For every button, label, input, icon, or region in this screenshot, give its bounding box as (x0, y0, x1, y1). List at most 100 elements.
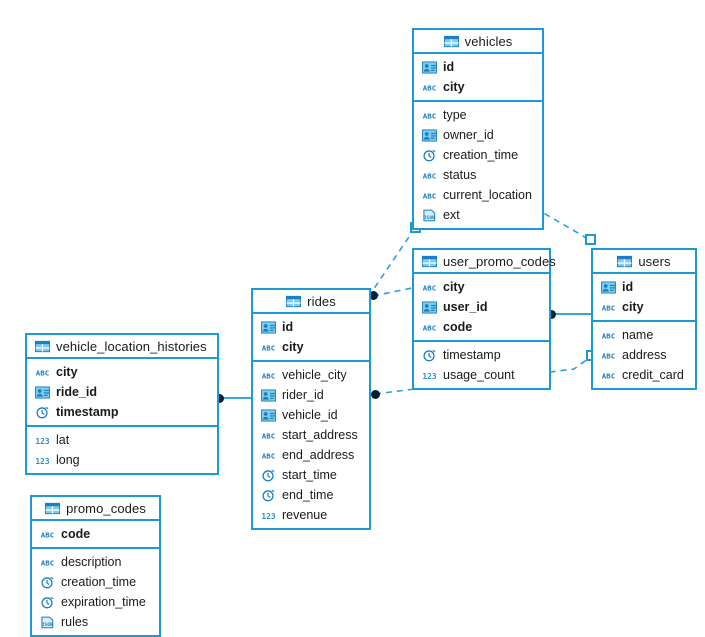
field-vehicle_id[interactable]: vehicle_id (253, 405, 369, 425)
field-label: city (443, 80, 465, 94)
field-label: rider_id (282, 388, 324, 402)
id-card-icon (261, 388, 276, 402)
clock-icon (36, 406, 49, 418)
abc-icon: ABC (602, 303, 615, 312)
svg-text:ABC: ABC (41, 558, 54, 567)
entity-name: vehicles (464, 33, 513, 49)
id-card-icon (422, 60, 437, 74)
svg-text:123: 123 (422, 371, 436, 380)
field-description[interactable]: ABC description (32, 552, 159, 572)
field-label: city (443, 280, 465, 294)
field-label: timestamp (56, 405, 119, 419)
table-icon (617, 255, 633, 267)
field-creation_time[interactable]: creation_time (32, 572, 159, 592)
field-label: owner_id (443, 128, 494, 142)
field-timestamp[interactable]: timestamp (27, 402, 217, 422)
field-label: expiration_time (61, 595, 146, 609)
field-label: start_time (282, 468, 337, 482)
field-start_address[interactable]: ABC start_address (253, 425, 369, 445)
field-creation_time[interactable]: creation_time (414, 145, 542, 165)
field-timestamp[interactable]: timestamp (414, 345, 549, 365)
abc-icon: ABC (423, 83, 436, 92)
endpoint-many-upc-right (547, 310, 556, 319)
entity-title-user_promo_codes[interactable]: user_promo_codes (414, 250, 556, 274)
entity-name: users (638, 253, 671, 269)
field-owner_id[interactable]: owner_id (414, 125, 542, 145)
abc-icon: ABC (423, 191, 436, 200)
field-id[interactable]: id (593, 277, 695, 297)
field-city[interactable]: ABC city (414, 277, 549, 297)
abc-icon: ABC (423, 283, 436, 292)
abc-icon: ABC (262, 431, 275, 440)
svg-text:ABC: ABC (262, 371, 275, 380)
entity-title-promo_codes[interactable]: promo_codes (32, 497, 159, 521)
svg-text:ABC: ABC (41, 530, 54, 539)
field-label: name (622, 328, 654, 342)
abc-icon: ABC (423, 111, 436, 120)
entity-title-rides[interactable]: rides (253, 290, 369, 314)
field-city[interactable]: ABC city (414, 77, 542, 97)
entity-title-vehicle_location_histories[interactable]: vehicle_location_histories (27, 335, 217, 359)
entity-title-vehicles[interactable]: vehicles (414, 30, 542, 54)
svg-text:ABC: ABC (262, 431, 275, 440)
abc-icon: ABC (262, 451, 275, 460)
field-city[interactable]: ABC city (593, 297, 695, 317)
abc-icon: ABC (423, 323, 436, 332)
field-end_address[interactable]: ABC end_address (253, 445, 369, 465)
field-label: description (61, 555, 122, 569)
svg-text:ABC: ABC (602, 351, 615, 360)
abc-icon: ABC (36, 368, 49, 377)
entity-title-users[interactable]: users (593, 250, 695, 274)
field-start_time[interactable]: start_time (253, 465, 369, 485)
field-label: city (622, 300, 644, 314)
entity-name: user_promo_codes (443, 253, 556, 269)
field-ride_id[interactable]: ride_id (27, 382, 217, 402)
id-card-icon (35, 385, 50, 399)
svg-text:ABC: ABC (602, 331, 615, 340)
field-label: ext (443, 208, 460, 222)
field-id[interactable]: id (253, 317, 369, 337)
field-label: end_address (282, 448, 355, 462)
number-icon: 123 (422, 371, 436, 380)
field-rider_id[interactable]: rider_id (253, 385, 369, 405)
svg-text:ABC: ABC (602, 371, 615, 380)
field-id[interactable]: id (414, 57, 542, 77)
field-label: revenue (282, 508, 328, 522)
field-name[interactable]: ABC name (593, 325, 695, 345)
column-group: ABC description creation_time expiration_ti… (32, 549, 159, 635)
abc-icon: ABC (262, 371, 275, 380)
field-label: timestamp (443, 348, 501, 362)
field-end_time[interactable]: end_time (253, 485, 369, 505)
field-expiration_time[interactable]: expiration_time (32, 592, 159, 612)
field-label: start_address (282, 428, 358, 442)
field-user_id[interactable]: user_id (414, 297, 549, 317)
